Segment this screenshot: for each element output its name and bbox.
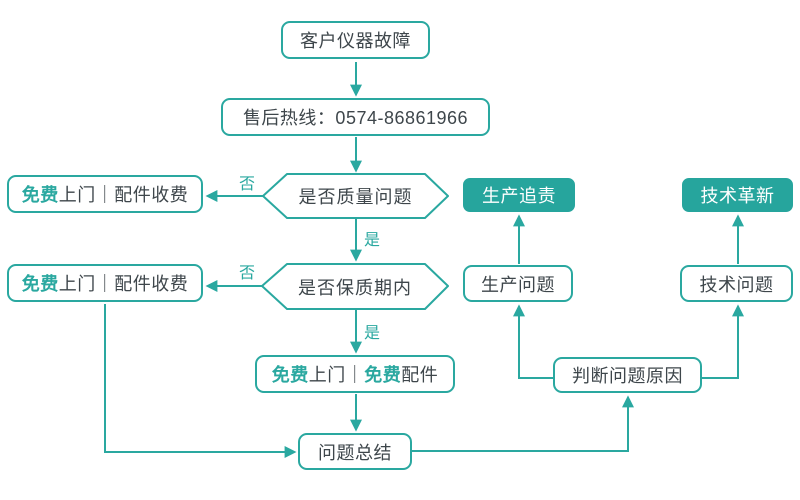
node-free-visit-free-parts: 免费上门｜免费配件	[255, 355, 455, 393]
node-free-visit-paid-parts-1: 免费上门｜配件收费	[7, 175, 203, 213]
paid-parts-text: 上门｜配件收费	[58, 274, 189, 294]
node-tech-problem: 技术问题	[680, 265, 793, 302]
decision-quality-shape	[262, 173, 449, 219]
node-customer-fault: 客户仪器故障	[281, 21, 430, 59]
node-summary: 问题总结	[298, 433, 412, 470]
node-tech-innovation: 技术革新	[682, 178, 793, 212]
node-judge-cause: 判断问题原因	[553, 357, 702, 393]
label-yes-warranty: 是	[363, 325, 380, 342]
paid-parts-text: 上门｜配件收费	[58, 185, 189, 205]
free-highlight: 免费	[21, 185, 59, 205]
label-no-quality: 否	[238, 176, 255, 193]
arrow-paidparts-to-summary	[104, 304, 297, 458]
free-highlight: 免费	[271, 365, 309, 385]
free-highlight: 免费	[364, 365, 402, 385]
node-free-visit-paid-parts-2: 免费上门｜配件收费	[7, 264, 203, 302]
free-highlight: 免费	[21, 274, 59, 294]
arrow-summary-to-judge	[412, 395, 634, 452]
visit-text: 上门｜	[308, 365, 365, 385]
arrow-judge-to-production-problem	[513, 304, 553, 379]
label-yes-quality: 是	[363, 232, 380, 249]
node-hotline: 售后热线：0574-86861966	[221, 98, 490, 136]
decision-warranty-shape	[261, 263, 449, 310]
parts-text: 配件	[401, 365, 439, 385]
node-production-trace: 生产追责	[463, 178, 575, 212]
decision-warranty-label: 是否保质期内	[298, 277, 412, 298]
decision-quality-label: 是否质量问题	[298, 187, 413, 207]
node-production-problem: 生产问题	[463, 265, 573, 302]
label-no-warranty: 否	[238, 265, 255, 282]
arrow-judge-to-tech-problem	[702, 304, 744, 379]
